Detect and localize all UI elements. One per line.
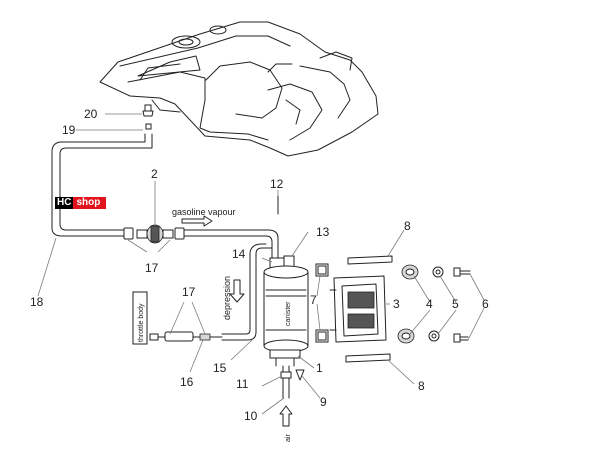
callout-4: 4 — [426, 297, 433, 311]
air-arrow — [279, 405, 293, 427]
callout-1: 1 — [316, 361, 323, 375]
callout-2: 2 — [151, 167, 158, 181]
callout-7: 7 — [310, 293, 317, 307]
vent-hose-part-18 — [51, 133, 153, 237]
callout-15: 15 — [213, 361, 227, 375]
callout-17-upper: 17 — [145, 261, 159, 275]
hc-shop-watermark: HC shop — [55, 197, 107, 209]
callout-5: 5 — [452, 297, 459, 311]
gasoline-vapour-arrow — [181, 215, 213, 227]
air-hose-part-10 — [280, 365, 305, 399]
canister-hose-part-12 — [195, 195, 279, 259]
mounting-strip-part-8 — [345, 255, 393, 363]
leader-lines — [37, 113, 485, 415]
vent-valve-part-2 — [123, 224, 197, 244]
canister-part-1 — [263, 255, 309, 367]
watermark-hc: HC — [55, 197, 74, 209]
screw-part-6 — [453, 267, 471, 343]
throttle-hose-part-15 — [221, 243, 273, 341]
canister-bracket-part-3 — [329, 275, 387, 343]
callout-9: 9 — [320, 395, 327, 409]
watermark-shop: shop — [73, 197, 107, 209]
callout-3: 3 — [393, 297, 400, 311]
callout-11: 11 — [236, 377, 249, 391]
air-label: air — [285, 434, 292, 442]
bracket-clip-part-7 — [315, 263, 329, 343]
callout-6: 6 — [482, 297, 489, 311]
callout-12: 12 — [270, 177, 284, 191]
callout-18: 18 — [30, 295, 44, 309]
callout-8-bottom: 8 — [418, 379, 425, 393]
throttle-body-fitting — [132, 291, 223, 345]
callout-16: 16 — [180, 375, 194, 389]
canister-label: canister — [285, 301, 292, 326]
gasoline-vapour-label: gasoline vapour — [172, 207, 236, 217]
depression-label: depression — [222, 276, 232, 320]
depression-arrow — [229, 279, 245, 303]
callout-20: 20 — [84, 107, 98, 121]
washer-part-5 — [428, 266, 444, 342]
callout-14: 14 — [232, 247, 246, 261]
callout-8-top: 8 — [404, 219, 411, 233]
vent-fitting-part-20 — [142, 104, 154, 130]
callout-13: 13 — [316, 225, 330, 239]
callout-19: 19 — [62, 123, 76, 137]
throttle-body-label: throttle body — [138, 303, 145, 342]
rubber-mount-part-4 — [397, 264, 419, 344]
fuel-tank-illustration — [99, 21, 379, 157]
callout-10: 10 — [244, 409, 258, 423]
callout-17-lower: 17 — [182, 285, 196, 299]
